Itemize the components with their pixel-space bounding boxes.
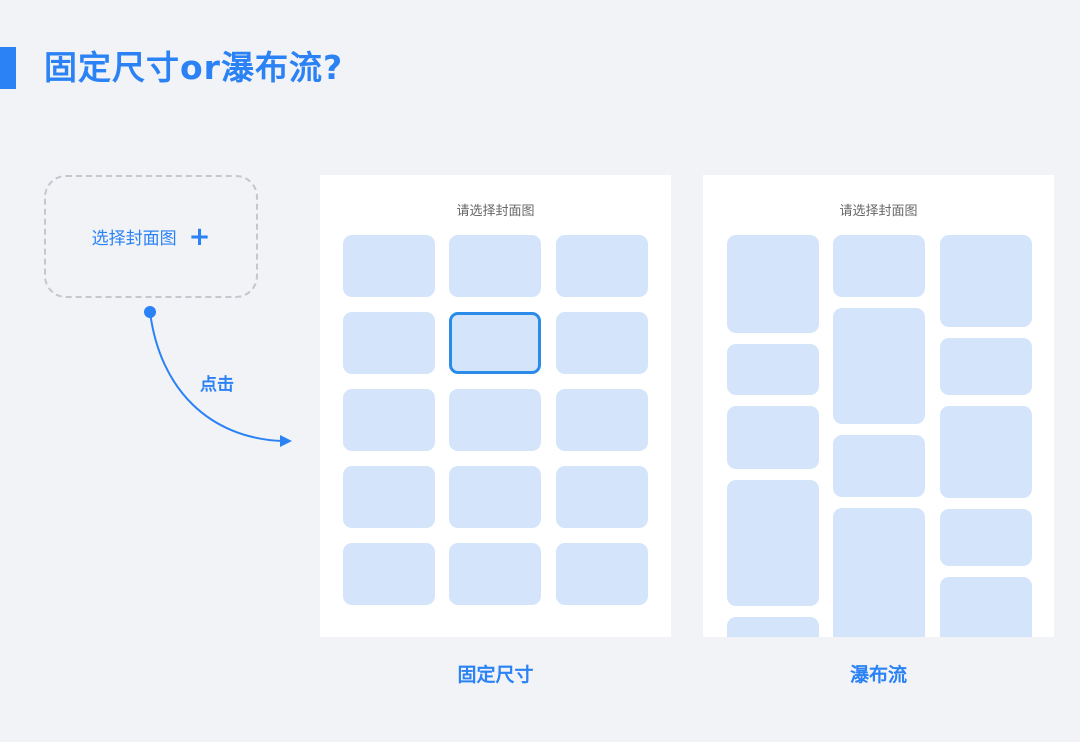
cover-tile[interactable] <box>449 389 541 451</box>
arrow-head-icon <box>280 435 292 447</box>
fixed-size-caption: 固定尺寸 <box>457 664 534 686</box>
cover-tile[interactable] <box>343 543 435 605</box>
cover-tile[interactable] <box>449 543 541 605</box>
cover-tile[interactable] <box>343 312 435 374</box>
panel-placeholder: 请选择封面图 <box>839 204 918 219</box>
selected-cover-tile[interactable] <box>449 312 541 374</box>
plus-icon: + <box>188 221 211 252</box>
cover-tile[interactable] <box>343 466 435 528</box>
arrow-curve <box>149 311 283 442</box>
cover-tile[interactable] <box>940 577 1032 637</box>
cover-tile[interactable] <box>727 480 819 606</box>
cover-tile[interactable] <box>940 509 1032 566</box>
select-cover-button[interactable]: 选择封面图 + <box>44 175 258 298</box>
cover-tile[interactable] <box>556 466 648 528</box>
fixed-size-panel: 请选择封面图 <box>320 175 671 637</box>
cover-tile[interactable] <box>727 235 819 333</box>
cover-tile[interactable] <box>449 466 541 528</box>
cover-tile[interactable] <box>556 312 648 374</box>
page-title: 固定尺寸or瀑布流? <box>44 48 344 87</box>
title-accent-bar <box>0 47 16 89</box>
cover-tile[interactable] <box>833 508 925 637</box>
cover-tile[interactable] <box>727 344 819 395</box>
cover-tile[interactable] <box>833 235 925 297</box>
cover-tile[interactable] <box>833 435 925 497</box>
click-label: 点击 <box>200 375 234 395</box>
cover-tile[interactable] <box>940 406 1032 498</box>
cover-tile[interactable] <box>343 235 435 297</box>
cover-tile[interactable] <box>833 308 925 424</box>
cover-tile[interactable] <box>343 389 435 451</box>
cover-tile[interactable] <box>556 543 648 605</box>
panel-placeholder: 请选择封面图 <box>456 204 535 219</box>
cover-tile[interactable] <box>940 338 1032 395</box>
cover-tile[interactable] <box>727 406 819 469</box>
cover-tile[interactable] <box>449 235 541 297</box>
waterfall-panel: 请选择封面图 <box>703 175 1054 637</box>
cover-tile[interactable] <box>556 389 648 451</box>
cover-tile[interactable] <box>556 235 648 297</box>
cover-tile[interactable] <box>727 617 819 637</box>
waterfall-caption: 瀑布流 <box>849 664 907 686</box>
select-cover-label: 选择封面图 <box>91 229 177 249</box>
cover-tile[interactable] <box>940 235 1032 327</box>
